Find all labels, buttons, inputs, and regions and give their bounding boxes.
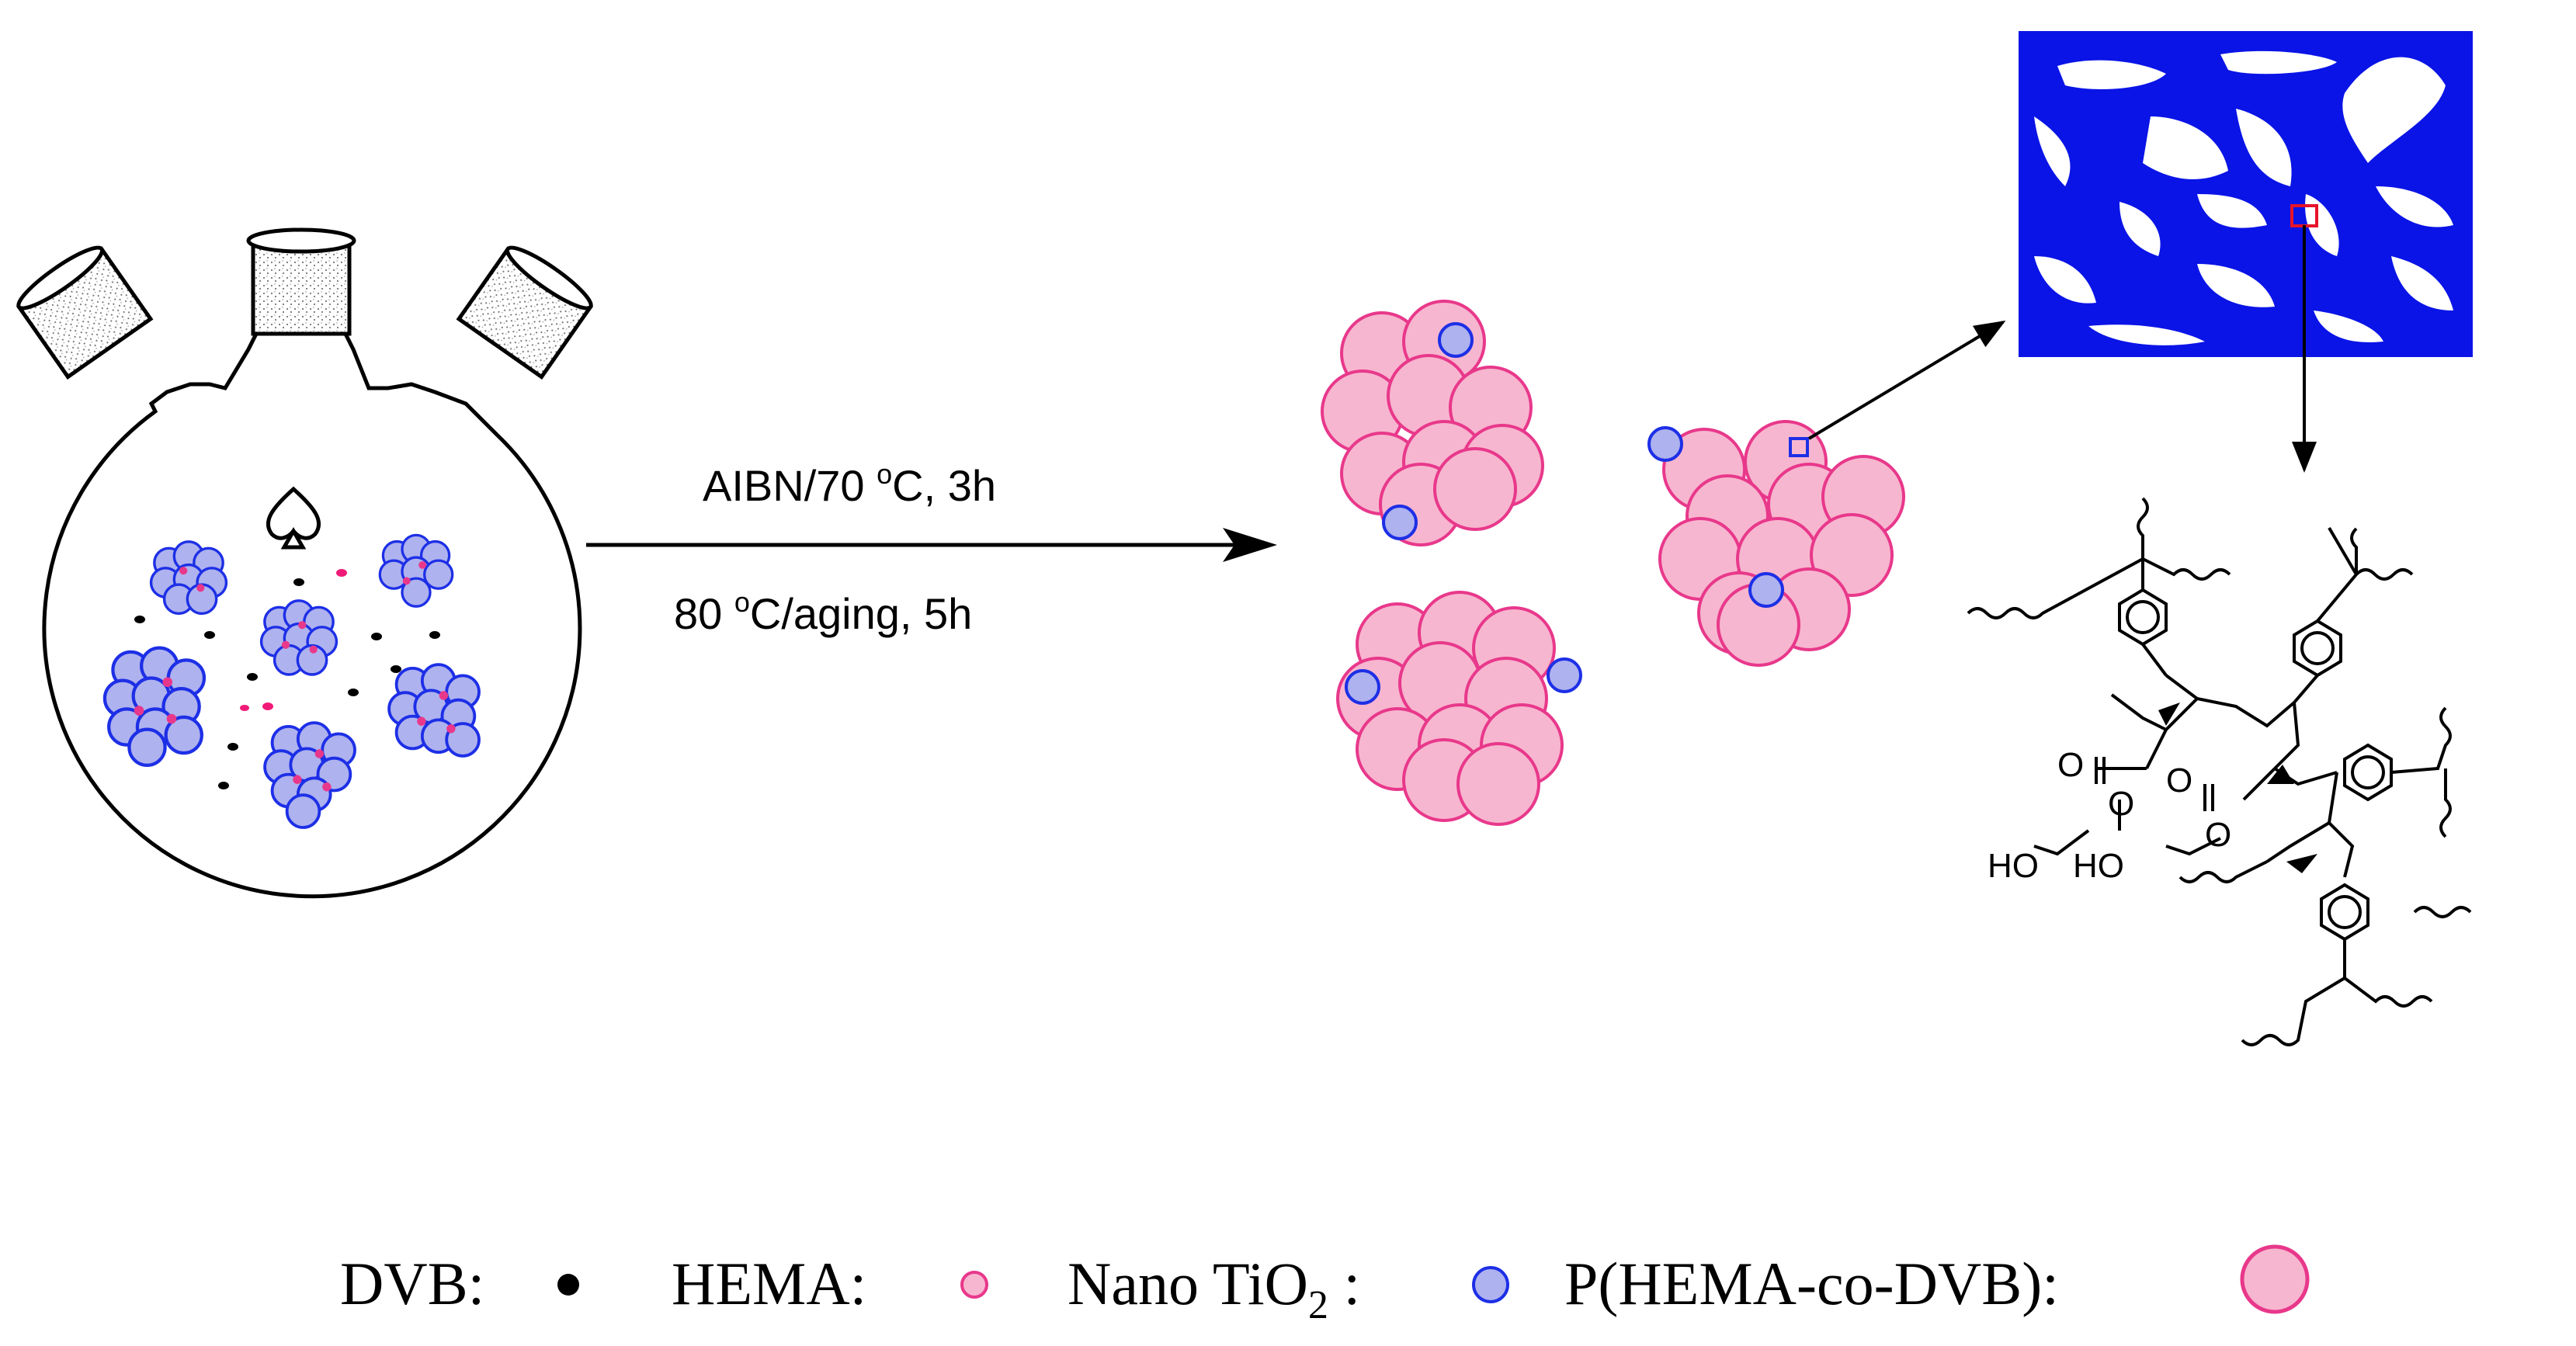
legend-polymer-label: P(HEMA-co-DVB): bbox=[1564, 1250, 2059, 1317]
reaction-arrow bbox=[586, 528, 1277, 562]
porous-network bbox=[2019, 31, 2473, 357]
reaction-condition-bottom: 80 oC/aging, 5h bbox=[674, 586, 972, 638]
flask-center-neck bbox=[246, 227, 356, 336]
free-monomer-droplets bbox=[134, 569, 440, 789]
carbonyl-o-1: O bbox=[2057, 746, 2084, 784]
ether-o-2: O bbox=[2205, 816, 2231, 854]
legend-dvb-symbol bbox=[557, 1274, 579, 1296]
legend-hema-symbol bbox=[960, 1271, 988, 1299]
structure-labels: O O O O HO HO bbox=[1988, 746, 2231, 885]
droplet-cluster bbox=[149, 540, 228, 616]
zoom-marker-small bbox=[1789, 437, 1809, 457]
flask-left-neck bbox=[16, 245, 154, 380]
aggregate-bottom bbox=[1336, 591, 1582, 826]
hydroxyl-label-1: HO bbox=[1988, 847, 2039, 885]
legend-tio2-label: Nano TiO2 : bbox=[1068, 1250, 1360, 1327]
legend-polymer-symbol bbox=[2240, 1244, 2310, 1314]
legend: DVB: HEMA: Nano TiO2 : P(HEMA-co-DVB): bbox=[340, 1244, 2310, 1327]
polymer-chemical-structure bbox=[1967, 497, 2472, 1046]
droplet-cluster bbox=[378, 533, 454, 608]
legend-hema-label: HEMA: bbox=[672, 1250, 866, 1317]
hydroxyl-label-2: HO bbox=[2073, 847, 2124, 885]
droplet-cluster bbox=[387, 663, 481, 758]
legend-tio2-symbol bbox=[1472, 1266, 1509, 1303]
reaction-condition-top: AIBN/70 oC, 3h bbox=[703, 458, 996, 510]
droplet-cluster bbox=[102, 646, 207, 767]
carbonyl-o-2: O bbox=[2166, 761, 2192, 800]
legend-dvb-label: DVB: bbox=[340, 1250, 484, 1317]
droplet-cluster bbox=[259, 599, 338, 676]
aggregate-top bbox=[1321, 300, 1544, 546]
droplet-cluster bbox=[263, 721, 356, 829]
ether-o-1: O bbox=[2108, 785, 2134, 823]
flask-right-neck bbox=[456, 245, 594, 380]
zoom-arrow-network bbox=[1807, 320, 2006, 440]
stir-spade-icon bbox=[266, 486, 321, 550]
aggregate-right bbox=[1647, 420, 1905, 667]
flask-droplet-clusters bbox=[102, 533, 481, 829]
